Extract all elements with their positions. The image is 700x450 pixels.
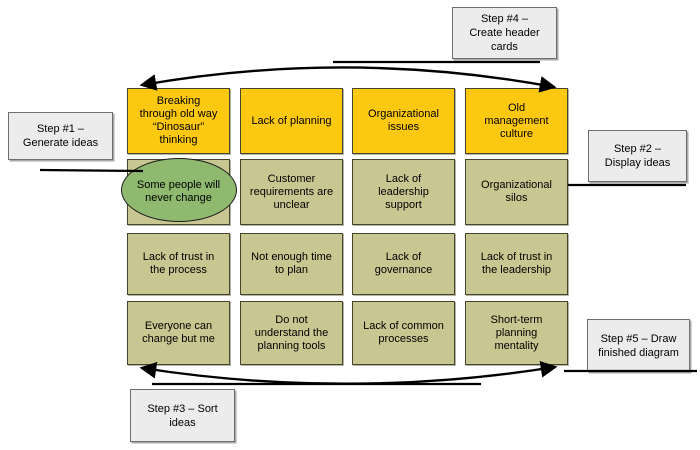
idea-card-label: Short-term planning mentality <box>490 313 543 352</box>
header-card-label: Old management culture <box>484 101 549 140</box>
idea-card-label: Some people will never change <box>136 179 221 204</box>
step-box-4: Step #4 – Create header cards <box>452 7 557 59</box>
idea-card-label: Lack of common processes <box>363 320 444 345</box>
step-label: Step #1 – Generate ideas <box>22 123 99 149</box>
idea-card: Not enough time to plan <box>240 233 343 295</box>
step-box-3: Step #3 – Sort ideas <box>130 389 235 442</box>
header-card: Breaking through old way “Dinosaur” thin… <box>127 88 230 154</box>
idea-card-label: Everyone can change but me <box>142 320 215 345</box>
idea-card: Customer requirements are unclear <box>240 159 343 225</box>
bottom-arc-double-arrow <box>139 360 558 385</box>
step-label: Step #3 – Sort ideas <box>147 402 218 429</box>
idea-card: Lack of trust in the process <box>127 233 230 295</box>
header-card: Lack of planning <box>240 88 343 154</box>
idea-card-label: Lack of trust in the leadership <box>480 251 553 276</box>
step-box-2: Step #2 – Display ideas <box>588 130 687 182</box>
idea-card-label: Lack of governance <box>374 251 433 276</box>
step-box-5: Step #5 – Draw finished diagram <box>587 319 690 372</box>
idea-card: Lack of leadership support <box>352 159 455 225</box>
idea-card-label: Not enough time to plan <box>251 251 332 276</box>
idea-card-highlighted: Some people will never change <box>121 158 237 225</box>
highlight-ellipse <box>121 158 237 222</box>
idea-card: Lack of common processes <box>352 301 455 365</box>
idea-card: Lack of trust in the leadership <box>465 233 568 295</box>
header-card-label: Lack of planning <box>251 114 332 127</box>
step-label: Step #4 – Create header cards <box>469 13 540 53</box>
idea-card: Organizational silos <box>465 159 568 225</box>
idea-card-label: Lack of trust in the process <box>142 251 215 276</box>
header-card-label: Breaking through old way “Dinosaur” thin… <box>139 95 218 146</box>
idea-card: Lack of governance <box>352 233 455 295</box>
idea-card: Everyone can change but me <box>127 301 230 365</box>
step-label: Step #5 – Draw finished diagram <box>598 332 679 359</box>
top-arc-double-arrow <box>139 66 557 93</box>
idea-card-label: Lack of leadership support <box>378 172 429 211</box>
idea-card-label: Customer requirements are unclear <box>249 172 334 211</box>
header-card: Organizational issues <box>352 88 455 154</box>
step-label: Step #2 – Display ideas <box>604 143 671 169</box>
header-card: Old management culture <box>465 88 568 154</box>
step-box-1: Step #1 – Generate ideas <box>8 112 113 160</box>
header-card-label: Organizational issues <box>368 108 439 133</box>
idea-card: Short-term planning mentality <box>465 301 568 365</box>
idea-card-label: Do not understand the planning tools <box>254 313 329 352</box>
idea-card: Do not understand the planning tools <box>240 301 343 365</box>
idea-card-label: Organizational silos <box>481 179 552 204</box>
